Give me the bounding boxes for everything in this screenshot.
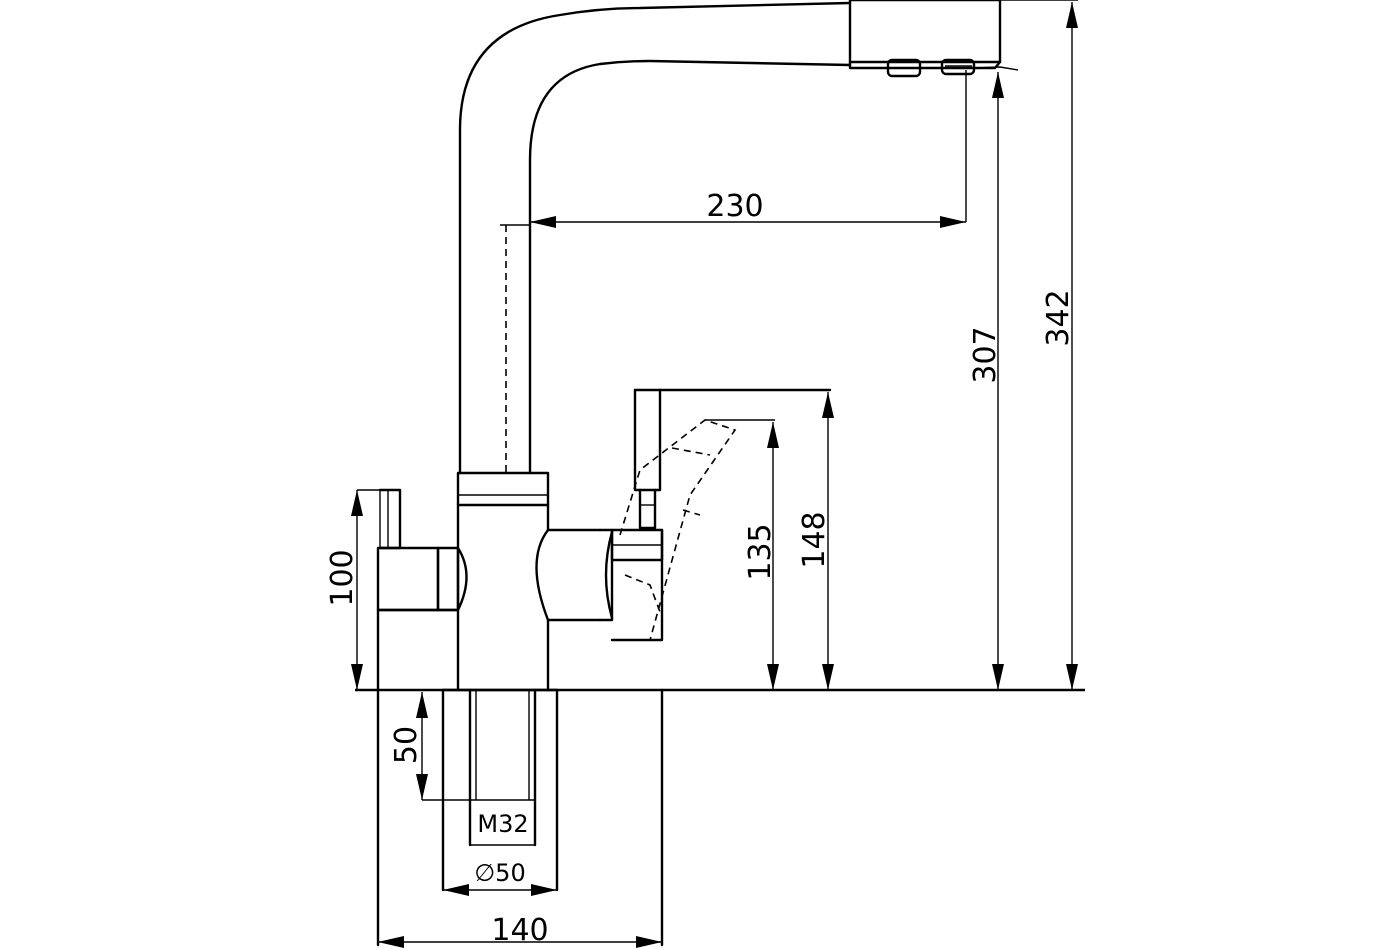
dim-label-outlet-height: 307: [968, 326, 1003, 383]
dim-label-hole-diameter: ∅50: [474, 859, 525, 887]
dimension-main-lever-height: 148: [797, 392, 834, 690]
dimension-side-lever-height: 100: [325, 489, 380, 690]
dim-label-thread-size: M32: [477, 810, 528, 838]
dimension-thread-length: 50: [389, 692, 470, 801]
dim-label-side-lever-height: 100: [325, 549, 360, 606]
dim-label-total-height: 342: [1041, 289, 1076, 346]
dimension-outlet-height: 307: [968, 72, 1004, 690]
dim-label-base-width: 140: [491, 913, 548, 948]
dimension-total-height: 342: [1000, 0, 1078, 690]
dimension-base-width: 140: [378, 913, 662, 948]
dimension-hole-diameter: ∅50: [443, 859, 557, 896]
dim-label-thread-length: 50: [389, 726, 424, 764]
dimension-filter-lever-height: 135: [743, 422, 779, 690]
dimension-spout-reach: 230: [530, 70, 967, 228]
dim-label-main-lever-height: 148: [797, 511, 832, 568]
dimension-thread-size: M32: [470, 810, 535, 846]
faucet-body: [376, 0, 1019, 947]
dim-label-spout-reach: 230: [706, 189, 763, 224]
dim-label-filter-lever-height: 135: [743, 523, 778, 580]
